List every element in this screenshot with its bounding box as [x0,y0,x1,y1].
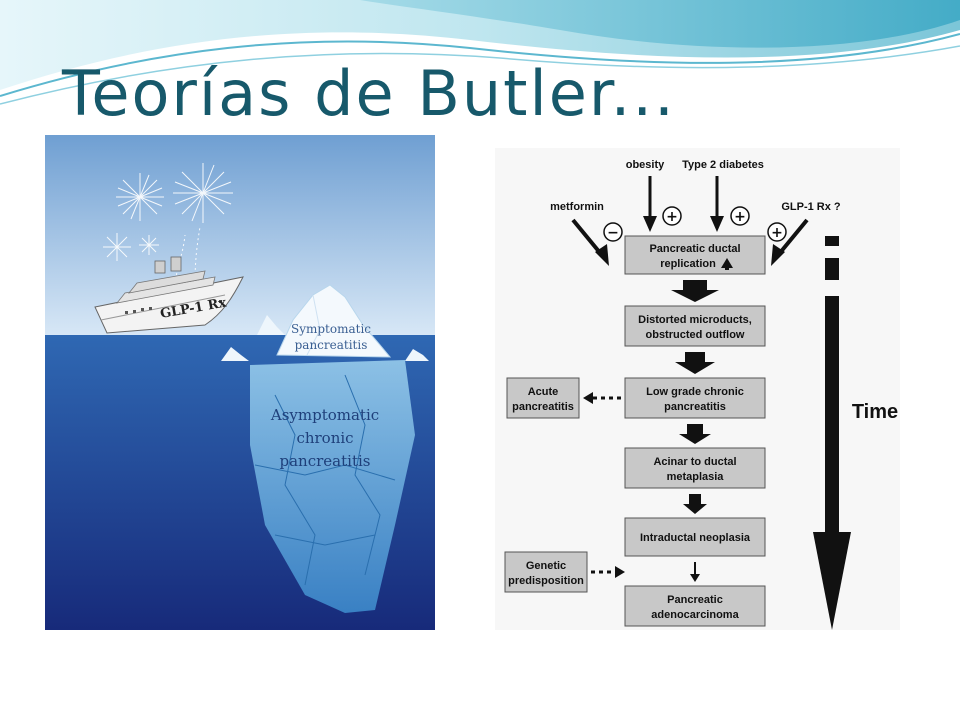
side-box-genetic-predisposition: Genetic predisposition [504,551,588,593]
svg-text:+: + [771,225,783,241]
up-arrow-icon [721,258,733,270]
dashed-arrow [583,392,621,404]
ice-floe-icon [257,315,285,335]
input-arrow-glp1 [771,218,809,266]
svg-text:adenocarcinoma: adenocarcinoma [651,609,739,621]
svg-text:Low grade chronic: Low grade chronic [646,386,744,398]
ice-floe-icon [405,349,429,361]
base-label: pancreatitis [280,452,371,470]
flow-box-adenocarcinoma: Pancreatic adenocarcinoma [624,585,766,627]
svg-text:−: − [607,225,619,241]
iceberg-illustration: GLP-1 Rx Symptomatic pancreatitis Asympt… [45,135,435,630]
input-arrow-metformin [571,218,609,266]
slide-title: Teorías de Butler... [62,57,676,130]
base-label: Asymptomatic [270,406,379,424]
flow-box-acinar-metaplasia: Acinar to ductal metaplasia [624,447,766,489]
flow-box-ductal-replication: Pancreatic ductal replication [624,235,766,275]
svg-text:Genetic: Genetic [526,560,566,572]
svg-text:+: + [734,209,746,225]
flow-arrow [683,494,707,514]
flow-box-low-grade-pancreatitis: Low grade chronic pancreatitis [624,377,766,419]
header-wave-decoration [0,0,960,105]
svg-text:Pancreatic: Pancreatic [667,594,723,606]
minus-sign-icon: − [603,222,623,242]
input-t2d-label: Type 2 diabetes [682,159,764,171]
iceberg-tip-icon [276,284,392,358]
plus-sign-icon: + [767,222,787,242]
iceberg-underwater-icon [250,360,415,613]
svg-text:predisposition: predisposition [508,575,584,587]
side-box-acute-pancreatitis: Acute pancreatitis [506,377,580,419]
time-arrow-icon [813,236,851,630]
input-metformin-label: metformin [550,201,604,213]
cruise-ship-icon: GLP-1 Rx [94,256,244,334]
flow-arrow [675,352,715,374]
svg-text:Acinar to ductal: Acinar to ductal [653,456,736,468]
svg-text:Intraductal neoplasia: Intraductal neoplasia [640,532,751,544]
svg-text:Pancreatic ductal: Pancreatic ductal [649,243,740,255]
input-obesity-label: obesity [626,159,665,171]
svg-text:obstructed outflow: obstructed outflow [646,329,745,341]
flow-box-distorted-microducts: Distorted microducts, obstructed outflow [624,305,766,347]
svg-text:replication: replication [660,258,716,270]
input-arrow-obesity [643,176,657,232]
svg-text:Distorted microducts,: Distorted microducts, [638,314,752,326]
flow-arrow [690,562,700,582]
svg-text:+: + [666,209,678,225]
svg-text:Acute: Acute [528,386,559,398]
flow-arrow [679,424,711,444]
input-glp1-label: GLP-1 Rx ? [781,201,841,213]
input-arrow-t2d [710,176,724,232]
svg-text:metaplasia: metaplasia [667,471,725,483]
svg-text:pancreatitis: pancreatitis [512,401,574,413]
base-label: chronic [296,429,353,447]
fireworks-icon [103,163,233,286]
dashed-arrow [591,566,625,578]
plus-sign-icon: + [730,206,750,226]
flow-box-intraductal-neoplasia: Intraductal neoplasia [624,517,766,557]
svg-text:pancreatitis: pancreatitis [664,401,726,413]
plus-sign-icon: + [662,206,682,226]
time-label: Time [852,401,898,423]
flow-arrow [671,280,719,302]
ice-floe-icon [221,347,249,361]
pathogenesis-flowchart: obesity Type 2 diabetes metformin GLP-1 … [495,148,900,630]
tip-label: pancreatitis [295,338,368,352]
sky-background [45,135,435,335]
tip-label: Symptomatic [291,322,371,336]
